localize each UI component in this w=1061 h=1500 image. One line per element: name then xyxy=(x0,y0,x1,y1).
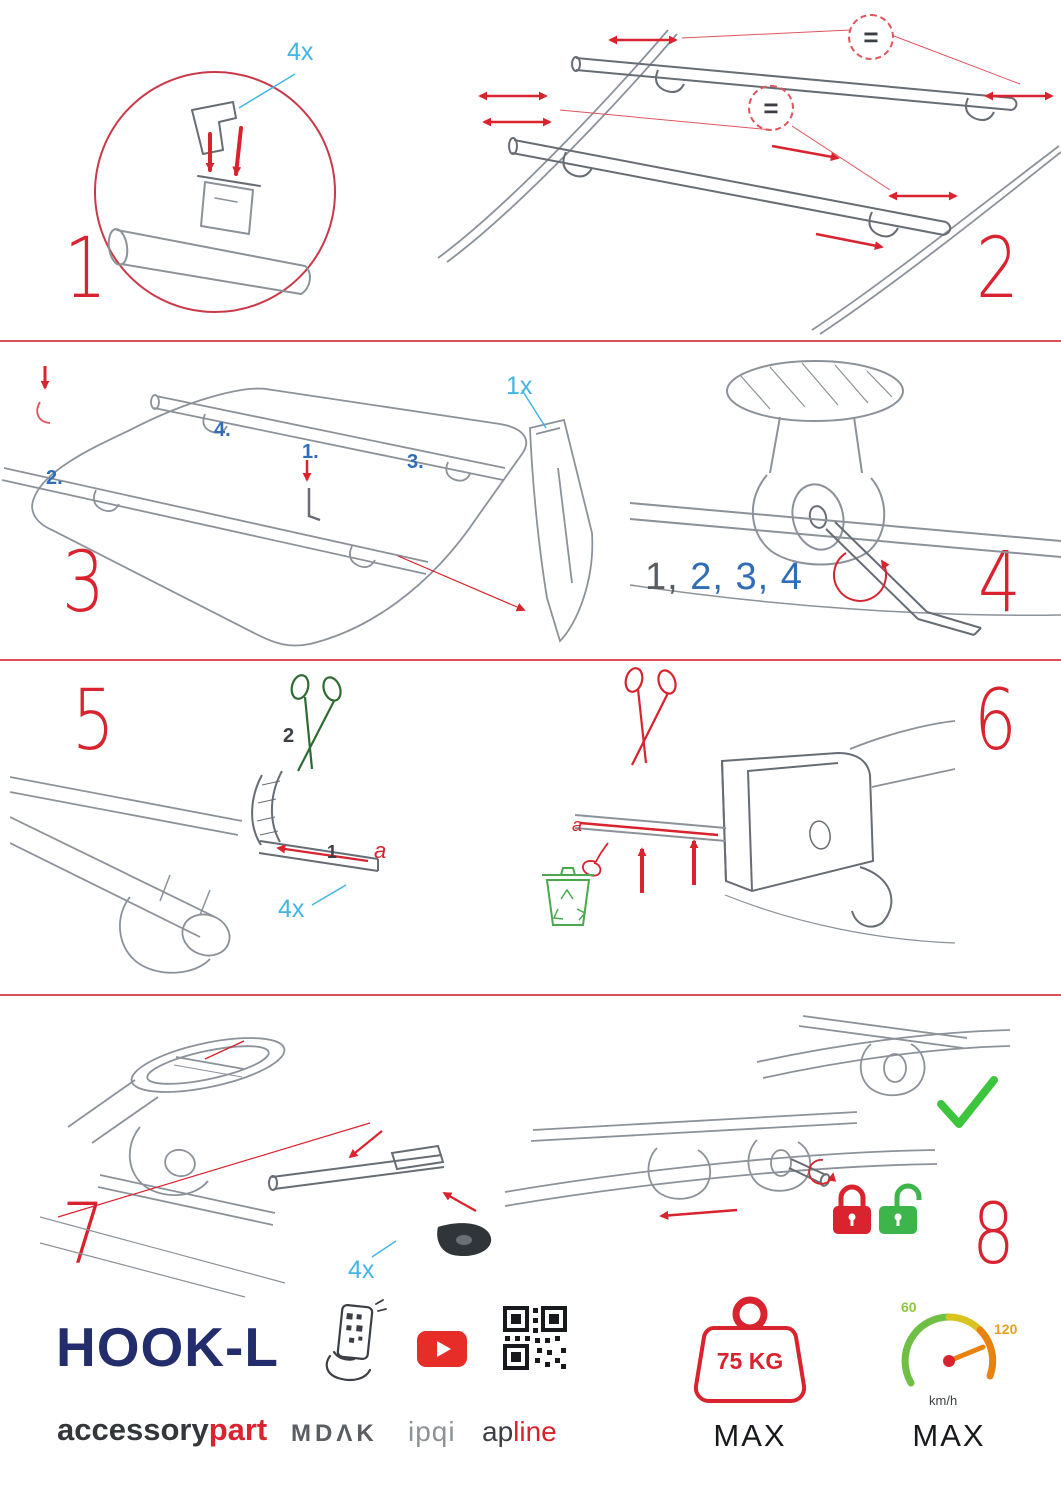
strap-profile xyxy=(258,840,379,872)
logo-ipqi: ipqi xyxy=(408,1416,456,1447)
section-divider xyxy=(0,659,1061,661)
allen-key-icon xyxy=(825,521,982,636)
step-3-red-marks xyxy=(36,366,526,612)
youtube-icon xyxy=(417,1331,467,1367)
slide-arrow xyxy=(659,1208,738,1220)
qty-leader-line xyxy=(371,1240,397,1258)
insert-arrows xyxy=(205,126,243,176)
step-5-number: 5 xyxy=(72,671,115,769)
strap-highlight xyxy=(579,821,719,837)
speed-unit: km/h xyxy=(929,1393,958,1408)
qr-code-icon xyxy=(503,1306,567,1370)
logo-ap-prefix: ap xyxy=(482,1416,514,1447)
measure-leader-lines xyxy=(559,29,1021,191)
trash-recycle-icon xyxy=(542,867,594,926)
detail-circle xyxy=(94,71,336,313)
section-divider xyxy=(0,994,1061,996)
step-5-ref-a: a xyxy=(374,838,387,863)
logo-ap-suffix: line xyxy=(513,1416,557,1447)
step-5-illustration xyxy=(10,674,379,974)
speedometer-icon xyxy=(901,1313,997,1387)
section-divider xyxy=(0,340,1061,342)
equal-spacing-badge: = xyxy=(748,85,794,131)
qty-leader-line xyxy=(521,389,547,429)
push-up-arrows xyxy=(637,839,699,893)
logo-mdak: MDΛK xyxy=(291,1420,378,1447)
step-3-qty-label: 1x xyxy=(506,372,533,400)
phone-qr-icon xyxy=(325,1299,387,1382)
brand-prefix: accessory xyxy=(57,1412,209,1447)
scissors-icon xyxy=(624,667,677,766)
step-3-order-1: 1. xyxy=(302,441,319,463)
allen-key-icon xyxy=(307,488,321,522)
padlock-closed-icon xyxy=(833,1184,871,1234)
step-4-number: 4 xyxy=(978,533,1021,631)
rotate-arrow xyxy=(833,552,890,602)
step-7-number: 7 xyxy=(62,1185,105,1283)
measure-arrows xyxy=(478,35,1054,251)
sequence-done: 1, xyxy=(645,556,679,598)
step-3-order-4: 4. xyxy=(214,419,231,441)
step-3-illustration xyxy=(1,366,594,647)
step-7-illustration xyxy=(40,1037,492,1298)
equal-sign: = xyxy=(763,92,779,123)
step-6-number: 6 xyxy=(974,671,1017,769)
brand-suffix: part xyxy=(208,1412,268,1447)
weight-icon xyxy=(693,1296,807,1403)
speed-min-label: 60 xyxy=(901,1299,917,1315)
rotate-arrow xyxy=(808,1159,837,1185)
step-1-qty-label: 4x xyxy=(287,38,314,66)
strap-loop xyxy=(251,770,283,846)
step-2-number: 2 xyxy=(976,219,1019,317)
weight-value: 75 KG xyxy=(716,1348,784,1374)
step-8-illustration xyxy=(505,1015,1010,1234)
cut-off-curl xyxy=(582,842,609,877)
step-7-qty-label: 4x xyxy=(348,1256,375,1284)
step-3-order-2: 2. xyxy=(46,467,63,489)
step-1-number: 1 xyxy=(64,219,107,317)
step-5-qty-label: 4x xyxy=(278,895,305,923)
sequence-next: 2, 3, 4 xyxy=(678,556,803,598)
step-3-order-3: 3. xyxy=(407,451,424,473)
step-4-sequence: 1, 2, 3, 4 xyxy=(645,558,803,596)
equal-sign: = xyxy=(863,21,879,52)
logo-apline: apline xyxy=(482,1418,557,1446)
product-name: HOOK-L xyxy=(56,1316,279,1378)
qty-leader-line xyxy=(238,73,296,109)
step-5-action-cut: 2 xyxy=(283,725,295,747)
step-6-illustration xyxy=(542,667,955,944)
speed-max-label: MAX xyxy=(912,1418,986,1453)
checkmark-icon xyxy=(937,1076,998,1128)
brand-logo: accessorypart xyxy=(57,1414,267,1445)
step-1-illustration xyxy=(94,71,336,313)
equal-spacing-badge: = xyxy=(848,14,894,60)
step-6-ref-a: a xyxy=(572,815,583,835)
speed-max-value: 120 xyxy=(994,1321,1018,1337)
cover-cap xyxy=(720,751,893,928)
step-4-illustration xyxy=(630,360,1061,636)
step-5-action-pull: 1 xyxy=(327,842,338,862)
padlock-open-icon xyxy=(879,1183,922,1234)
pull-arrow xyxy=(276,844,369,863)
support-fin xyxy=(529,418,594,643)
scissors-icon xyxy=(290,674,342,772)
qty-leader-line xyxy=(311,884,347,906)
step-2-illustration xyxy=(437,29,1061,335)
weight-max-label: MAX xyxy=(713,1418,787,1453)
bar-end-cap xyxy=(268,1144,445,1191)
step-8-number: 8 xyxy=(972,1185,1015,1283)
step-7-red-marks xyxy=(57,1040,477,1218)
